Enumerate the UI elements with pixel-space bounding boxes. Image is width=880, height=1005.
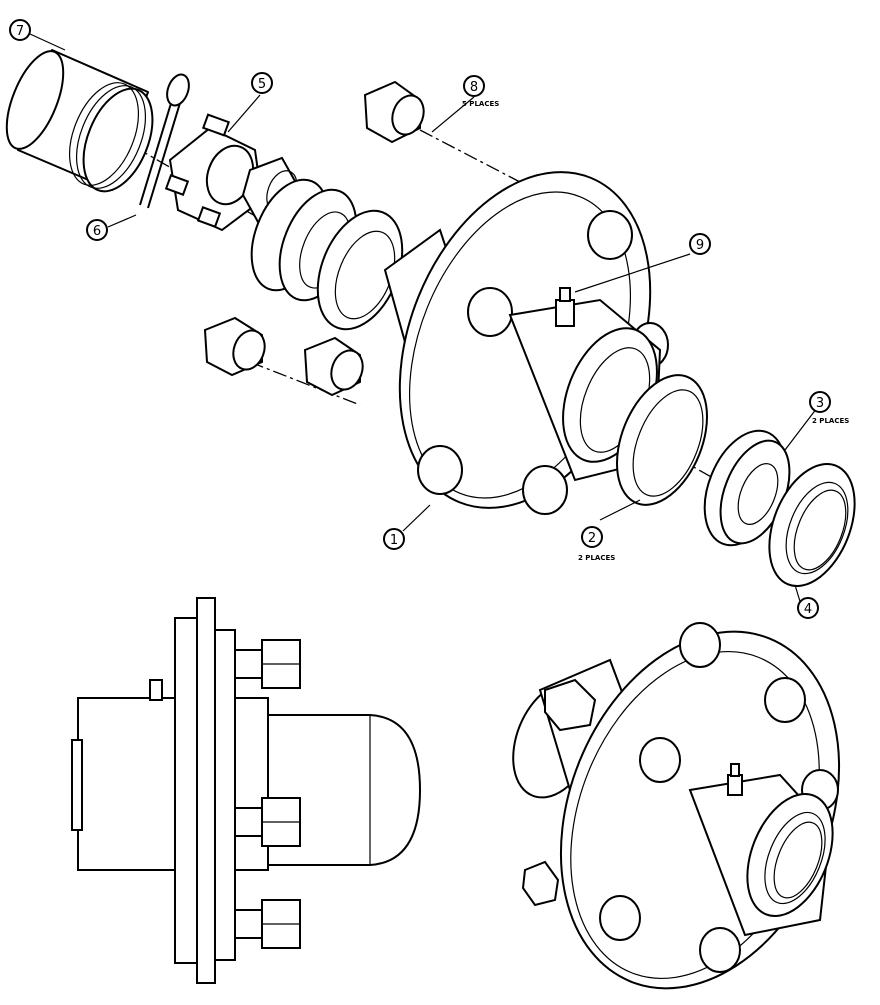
callout-4: 4 [797, 597, 819, 619]
hub-nose-side [267, 714, 422, 866]
stud-assembled-2 [764, 677, 806, 723]
castle-nut [164, 113, 264, 232]
stud-nut-side-mid [234, 797, 301, 847]
cotter-pin [139, 73, 190, 209]
stud-boss-2 [467, 287, 513, 337]
callout-8-note: 5 PLACES [462, 100, 499, 108]
leader-lines [29, 33, 821, 609]
stud-assembled-4 [599, 895, 641, 941]
callout-7-label: 7 [16, 24, 24, 39]
stud-boss-4 [522, 465, 568, 515]
stud-nut-side-bottom [234, 899, 301, 949]
callout-3-note: 2 PLACES [812, 417, 849, 425]
bearing-cup [616, 374, 708, 506]
hub-barrel-side [77, 697, 269, 871]
callout-1-label: 1 [390, 533, 398, 548]
seal-assembled [746, 792, 834, 918]
wheel-nut-left [203, 316, 266, 377]
stud-assembled-1 [679, 622, 721, 668]
stud-boss-3 [417, 445, 463, 495]
stud-assembled-3 [639, 737, 681, 783]
callout-8: 8 5 PLACES [462, 75, 499, 108]
grease-fitting [555, 299, 575, 327]
bearing-cone [703, 429, 791, 547]
callout-2: 2 2 PLACES [578, 526, 615, 562]
callout-7: 7 [9, 19, 31, 41]
callout-1: 1 [383, 528, 405, 550]
callout-3: 3 2 PLACES [809, 391, 849, 425]
assembled-view [512, 622, 841, 990]
callout-5-label: 5 [258, 77, 266, 92]
side-view [71, 597, 422, 984]
grease-seal [768, 462, 856, 588]
flange-side [174, 617, 198, 964]
grease-fitting-assembled [727, 774, 743, 796]
stud-boss-1 [587, 210, 633, 260]
callout-9-label: 9 [696, 238, 704, 253]
grease-fitting-side [149, 679, 163, 701]
callout-8-label: 8 [470, 80, 478, 95]
wheel-nut-top [363, 80, 425, 144]
callout-2-label: 2 [588, 531, 596, 546]
exploded-view [5, 49, 856, 588]
callout-3-label: 3 [816, 396, 824, 411]
wheel-nut-mid [303, 336, 364, 397]
callout-5: 5 [251, 72, 273, 94]
callout-6-label: 6 [93, 224, 101, 239]
stud-nut-side-top [234, 639, 301, 689]
nut-assembled [544, 678, 597, 732]
stud-centerline-left [249, 361, 361, 406]
callout-2-note: 2 PLACES [578, 554, 615, 562]
callout-4-label: 4 [804, 602, 812, 617]
callout-6: 6 [86, 219, 108, 241]
stud-centerline-top [419, 129, 521, 183]
callout-9: 9 [689, 233, 711, 255]
stud-assembled-5 [699, 927, 741, 973]
dust-cap [5, 49, 154, 193]
